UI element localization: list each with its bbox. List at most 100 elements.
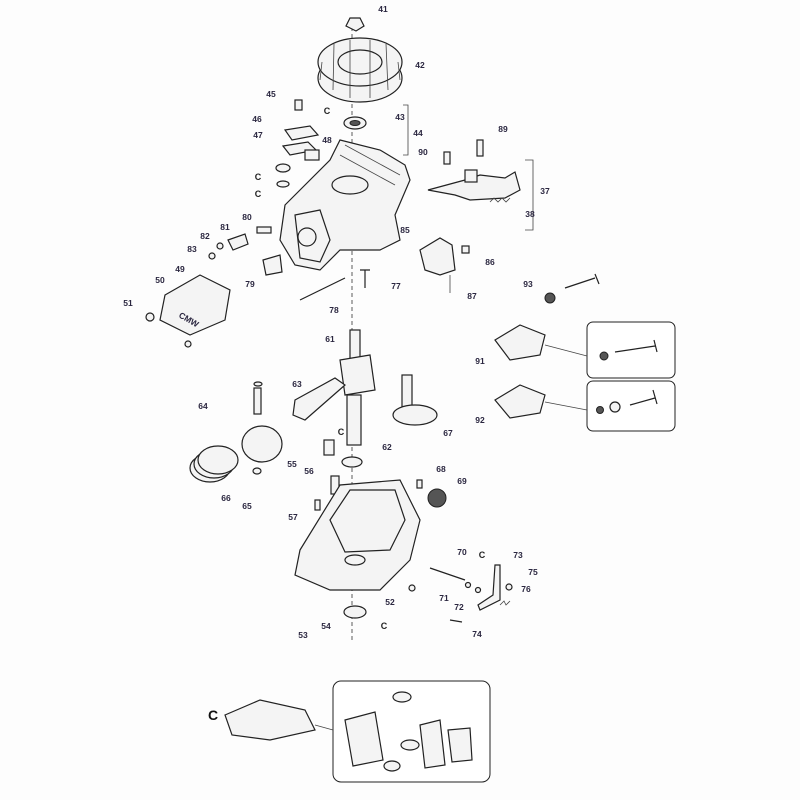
part-label-81: 81 [220,222,230,232]
camshaft [392,374,438,426]
part-label-C: C [255,172,262,182]
nut [505,583,513,591]
part-label-53: 53 [298,630,308,640]
governor-gear [427,488,447,508]
part-label-89: 89 [498,124,508,134]
valve-kit-bag [494,324,546,361]
part-label-43: 43 [395,112,405,122]
part-label-67: 67 [443,428,453,438]
part-label-C: C [479,550,486,560]
valve-kit-bag [494,384,546,419]
spring [499,600,511,606]
part-label-72: 72 [454,602,464,612]
bracket-44 [403,104,409,156]
pin [256,226,272,234]
part-label-44: 44 [413,128,423,138]
plate-79 [262,254,283,276]
dowel-pin [314,499,321,511]
bolt [184,340,192,348]
flywheel-nut [345,17,365,32]
dipstick-cap [323,439,335,456]
piston-pin [253,387,262,415]
inset-pointers [544,344,588,411]
gasket-kit-bag [224,699,316,741]
valve [564,273,600,289]
ring [208,252,216,260]
bracket-37 [525,159,534,231]
nut [461,245,470,254]
part-label-46: 46 [252,114,262,124]
governor-shaft [429,567,466,581]
valve-spring [544,292,556,304]
part-label-62: 62 [382,442,392,452]
crankshaft [339,329,376,446]
part-label-37: 37 [540,186,550,196]
part-label-87: 87 [467,291,477,301]
part-label-75: 75 [528,567,538,577]
pushrod [299,277,346,301]
inset-pointer [314,724,334,731]
part-label-C: C [338,427,345,437]
governor-arm [477,564,501,611]
part-label-70: 70 [457,547,467,557]
part-label-45: 45 [266,89,276,99]
inset-gasket-kit [332,680,491,783]
part-label-56: 56 [304,466,314,476]
inset-valve-kit-2 [586,380,676,432]
bolt [416,479,423,489]
part-label-79: 79 [245,279,255,289]
bolt [294,99,303,111]
part-label-C: C [208,707,218,723]
bolt [145,312,155,322]
connecting-rod [292,377,346,421]
part-label-68: 68 [436,464,446,474]
filter-block [304,149,320,161]
part-label-73: 73 [513,550,523,560]
part-label-49: 49 [175,264,185,274]
part-label-82: 82 [200,231,210,241]
oil-seal [343,605,367,619]
bolt [443,151,451,165]
part-label-91: 91 [475,356,485,366]
spring [489,197,511,203]
crankcase [279,139,411,271]
washer [474,586,482,594]
valve-part [227,233,249,251]
muffler-cover: CMW [159,274,231,336]
piston [241,425,283,463]
part-label-48: 48 [322,135,332,145]
part-label-93: 93 [523,279,533,289]
bolt [476,139,484,157]
part-label-83: 83 [187,244,197,254]
part-label-63: 63 [292,379,302,389]
part-label-78: 78 [329,305,339,315]
part-label-C: C [324,106,331,116]
part-label-92: 92 [475,415,485,425]
piston-rings [189,445,239,483]
part-label-61: 61 [325,334,335,344]
part-label-C: C [381,621,388,631]
part-label-66: 66 [221,493,231,503]
part-label-51: 51 [123,298,133,308]
circlip [252,467,262,475]
bolt [408,584,416,592]
part-label-77: 77 [391,281,401,291]
part-label-52: 52 [385,597,395,607]
part-label-71: 71 [439,593,449,603]
inset-valve-kit-1 [586,321,676,379]
washer [464,581,472,589]
flywheel [317,37,403,103]
circlip [253,381,263,387]
part-label-86: 86 [485,257,495,267]
part-label-50: 50 [155,275,165,285]
breather-cover [283,125,320,141]
part-label-76: 76 [521,584,531,594]
ring [216,242,224,250]
part-label-69: 69 [457,476,467,486]
part-label-65: 65 [242,501,252,511]
part-label-38: 38 [525,209,535,219]
part-label-74: 74 [472,629,482,639]
